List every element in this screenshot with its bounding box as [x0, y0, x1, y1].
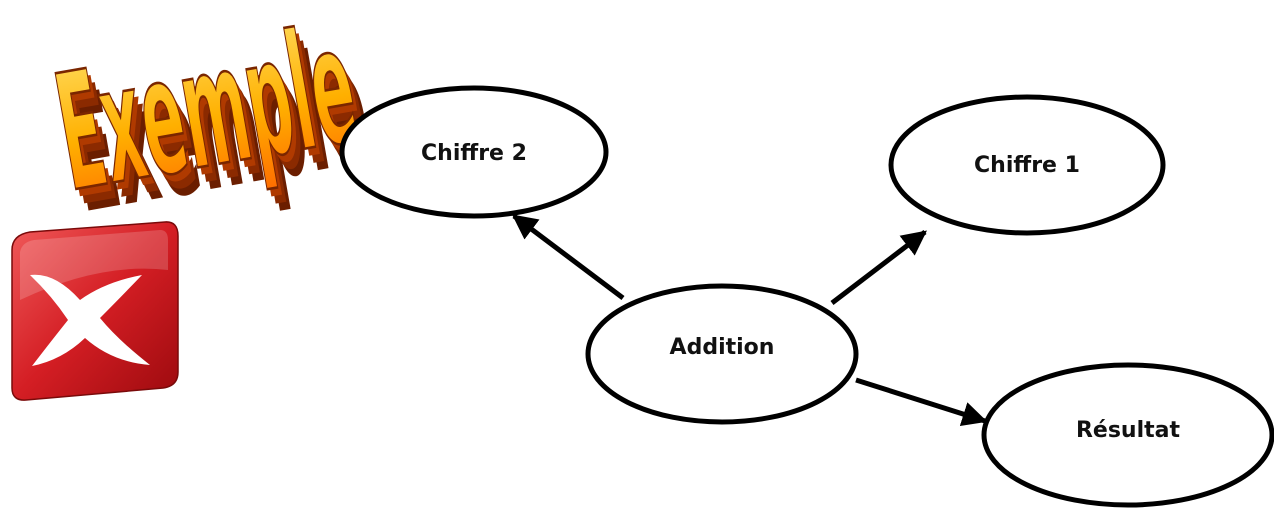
node-addition-label: Addition	[670, 335, 775, 360]
node-resultat-label: Résultat	[1076, 418, 1181, 443]
logo-x-mark	[30, 274, 150, 366]
node-resultat[interactable]: Résultat	[981, 362, 1274, 508]
exemple-wordart-title: Exemple Exemple Exemple Exemple	[43, 0, 381, 249]
node-chiffre-2-label: Chiffre 2	[421, 141, 527, 166]
diagram-edges	[512, 214, 988, 427]
edge-addition-to-resultat	[855, 377, 988, 427]
node-chiffre-1[interactable]: Chiffre 1	[888, 94, 1166, 236]
node-chiffre-1-shape	[888, 94, 1166, 236]
edge-addition-to-chiffre1	[830, 230, 927, 305]
node-chiffre-2-shape	[339, 85, 609, 219]
node-addition-shape	[585, 283, 859, 425]
node-chiffre-1-label: Chiffre 1	[974, 153, 1080, 178]
node-chiffre-2[interactable]: Chiffre 2	[339, 85, 609, 219]
node-addition[interactable]: Addition	[585, 283, 859, 425]
xmind-x-logo-icon	[11, 221, 179, 401]
edge-addition-to-chiffre2	[512, 214, 625, 300]
node-resultat-shape	[981, 362, 1274, 508]
